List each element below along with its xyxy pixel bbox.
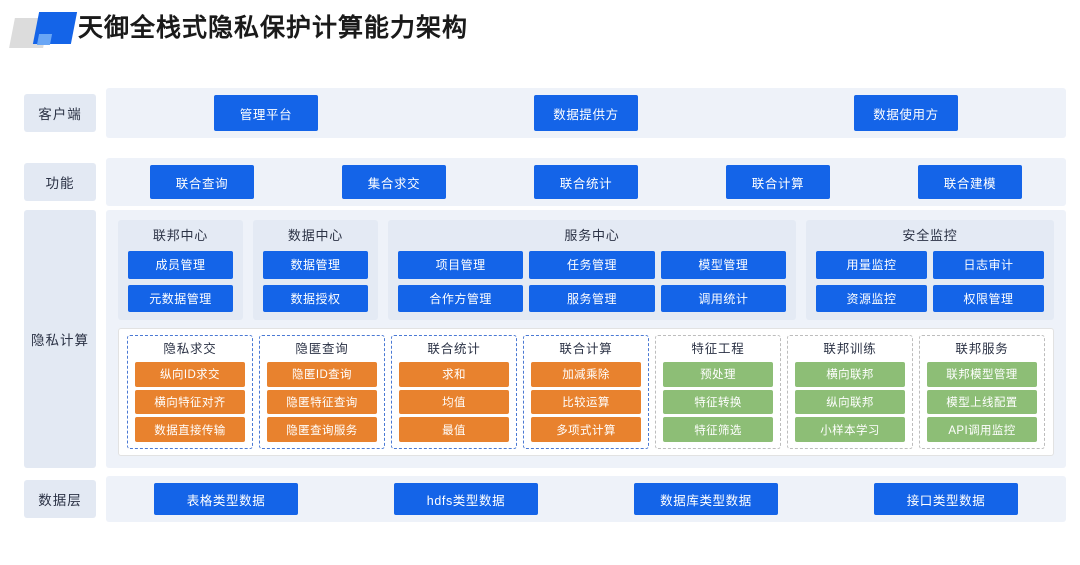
- capability-card-2-item-2[interactable]: 隐匿特征查询: [267, 389, 377, 415]
- capability-card-1: 隐私求交纵向ID求交横向特征对齐数据直接传输: [127, 335, 253, 449]
- capability-card-3-item-2[interactable]: 均值: [399, 389, 509, 415]
- client-button-2[interactable]: 数据提供方: [534, 95, 638, 131]
- panel-4: 安全监控用量监控日志审计资源监控权限管理: [806, 220, 1054, 320]
- capability-card-items-6: 横向联邦纵向联邦小样本学习: [795, 362, 905, 443]
- data-button-4[interactable]: 接口类型数据: [874, 483, 1018, 515]
- client-button-3[interactable]: 数据使用方: [854, 95, 958, 131]
- client-items: 管理平台 数据提供方 数据使用方: [106, 88, 1066, 138]
- capability-card-5-item-3[interactable]: 特征筛选: [663, 417, 773, 443]
- row-label-data: 数据层: [24, 480, 96, 518]
- panel-grid-4: 用量监控日志审计资源监控权限管理: [816, 251, 1044, 312]
- panel-4-button-3[interactable]: 资源监控: [816, 284, 927, 312]
- panel-title-4: 安全监控: [902, 228, 958, 243]
- panel-4-button-2[interactable]: 日志审计: [933, 251, 1044, 279]
- panel-grid-2: 数据管理数据授权: [263, 251, 368, 312]
- capability-card-title-5: 特征工程: [691, 342, 745, 356]
- capability-card-1-item-2[interactable]: 横向特征对齐: [135, 389, 245, 415]
- row-label-privacy: 隐私计算: [24, 210, 96, 468]
- panel-1: 联邦中心成员管理元数据管理: [118, 220, 243, 320]
- panel-title-3: 服务中心: [564, 228, 620, 243]
- capability-card-items-1: 纵向ID求交横向特征对齐数据直接传输: [135, 362, 245, 443]
- capability-card-4-item-3[interactable]: 多项式计算: [531, 417, 641, 443]
- panel-2-button-2[interactable]: 数据授权: [263, 284, 368, 312]
- capability-card-7-item-2[interactable]: 模型上线配置: [927, 389, 1037, 415]
- panel-3-button-6[interactable]: 调用统计: [660, 284, 786, 312]
- capability-card-items-5: 预处理特征转换特征筛选: [663, 362, 773, 443]
- panel-3-button-4[interactable]: 合作方管理: [398, 284, 524, 312]
- row-label-client: 客户端: [24, 94, 96, 132]
- capability-card-5-item-1[interactable]: 预处理: [663, 362, 773, 387]
- capability-card-2: 隐匿查询隐匿ID查询隐匿特征查询隐匿查询服务: [259, 335, 385, 449]
- capability-card-4: 联合计算加减乘除比较运算多项式计算: [523, 335, 649, 449]
- capability-card-4-item-1[interactable]: 加减乘除: [531, 362, 641, 387]
- capability-card-1-item-3[interactable]: 数据直接传输: [135, 417, 245, 443]
- panel-1-button-2[interactable]: 元数据管理: [128, 284, 233, 312]
- function-button-4[interactable]: 联合计算: [726, 165, 830, 199]
- data-button-2[interactable]: hdfs类型数据: [394, 483, 538, 515]
- capability-card-title-2: 隐匿查询: [295, 342, 349, 356]
- capability-card-6-item-2[interactable]: 纵向联邦: [795, 389, 905, 415]
- capability-card-title-3: 联合统计: [427, 342, 481, 356]
- function-button-1[interactable]: 联合查询: [150, 165, 254, 199]
- panel-grid-1: 成员管理元数据管理: [128, 251, 233, 312]
- panel-title-2: 数据中心: [287, 228, 344, 243]
- panel-2: 数据中心数据管理数据授权: [253, 220, 378, 320]
- capability-card-1-item-1[interactable]: 纵向ID求交: [135, 362, 245, 387]
- panel-3-button-3[interactable]: 模型管理: [660, 251, 786, 279]
- row-body-function: 联合查询 集合求交 联合统计 联合计算 联合建模: [106, 158, 1066, 206]
- function-button-3[interactable]: 联合统计: [534, 165, 638, 199]
- capability-card-items-2: 隐匿ID查询隐匿特征查询隐匿查询服务: [267, 362, 377, 443]
- capability-card-2-item-3[interactable]: 隐匿查询服务: [267, 417, 377, 443]
- capability-card-3: 联合统计求和均值最值: [391, 335, 517, 449]
- data-items: 表格类型数据 hdfs类型数据 数据库类型数据 接口类型数据: [106, 476, 1066, 522]
- capability-card-5: 特征工程预处理特征转换特征筛选: [655, 335, 781, 449]
- function-button-2[interactable]: 集合求交: [342, 165, 446, 199]
- panel-3-button-5[interactable]: 服务管理: [529, 284, 655, 312]
- panel-4-button-1[interactable]: 用量监控: [816, 251, 927, 279]
- capability-card-2-item-1[interactable]: 隐匿ID查询: [267, 362, 377, 387]
- capability-card-title-4: 联合计算: [559, 342, 613, 356]
- privacy-capability-cards: 隐私求交纵向ID求交横向特征对齐数据直接传输隐匿查询隐匿ID查询隐匿特征查询隐匿…: [118, 328, 1054, 456]
- row-label-function: 功能: [24, 163, 96, 201]
- capability-card-title-6: 联邦训练: [823, 342, 877, 356]
- capability-card-6: 联邦训练横向联邦纵向联邦小样本学习: [787, 335, 913, 449]
- panel-3-button-1[interactable]: 项目管理: [398, 251, 524, 279]
- panel-4-button-4[interactable]: 权限管理: [933, 284, 1044, 312]
- capability-card-6-item-3[interactable]: 小样本学习: [795, 417, 905, 443]
- panel-grid-3: 项目管理任务管理模型管理合作方管理服务管理调用统计: [398, 251, 786, 312]
- page-header: 天御全栈式隐私保护计算能力架构: [0, 0, 1080, 66]
- panel-1-button-1[interactable]: 成员管理: [128, 251, 233, 279]
- capability-card-title-1: 隐私求交: [163, 342, 217, 356]
- capability-card-7-item-1[interactable]: 联邦模型管理: [927, 362, 1037, 387]
- row-body-data: 表格类型数据 hdfs类型数据 数据库类型数据 接口类型数据: [106, 476, 1066, 522]
- data-button-3[interactable]: 数据库类型数据: [634, 483, 778, 515]
- capability-card-6-item-1[interactable]: 横向联邦: [795, 362, 905, 387]
- data-button-1[interactable]: 表格类型数据: [154, 483, 298, 515]
- panel-2-button-1[interactable]: 数据管理: [263, 251, 368, 279]
- privacy-panels: 联邦中心成员管理元数据管理数据中心数据管理数据授权服务中心项目管理任务管理模型管…: [118, 220, 1054, 320]
- capability-card-items-4: 加减乘除比较运算多项式计算: [531, 362, 641, 443]
- capability-card-4-item-2[interactable]: 比较运算: [531, 389, 641, 415]
- function-items: 联合查询 集合求交 联合统计 联合计算 联合建模: [106, 158, 1066, 206]
- capability-card-7-item-3[interactable]: API调用监控: [927, 417, 1037, 443]
- capability-card-title-7: 联邦服务: [955, 342, 1009, 356]
- row-body-privacy: 联邦中心成员管理元数据管理数据中心数据管理数据授权服务中心项目管理任务管理模型管…: [106, 210, 1066, 468]
- capability-card-3-item-1[interactable]: 求和: [399, 362, 509, 387]
- panel-3: 服务中心项目管理任务管理模型管理合作方管理服务管理调用统计: [388, 220, 796, 320]
- panel-title-1: 联邦中心: [152, 228, 209, 243]
- capability-card-3-item-3[interactable]: 最值: [399, 417, 509, 443]
- capability-card-items-3: 求和均值最值: [399, 362, 509, 443]
- panel-3-button-2[interactable]: 任务管理: [529, 251, 655, 279]
- client-button-1[interactable]: 管理平台: [214, 95, 318, 131]
- function-button-5[interactable]: 联合建模: [918, 165, 1022, 199]
- row-body-client: 管理平台 数据提供方 数据使用方: [106, 88, 1066, 138]
- page-title: 天御全栈式隐私保护计算能力架构: [78, 14, 469, 42]
- capability-card-5-item-2[interactable]: 特征转换: [663, 389, 773, 415]
